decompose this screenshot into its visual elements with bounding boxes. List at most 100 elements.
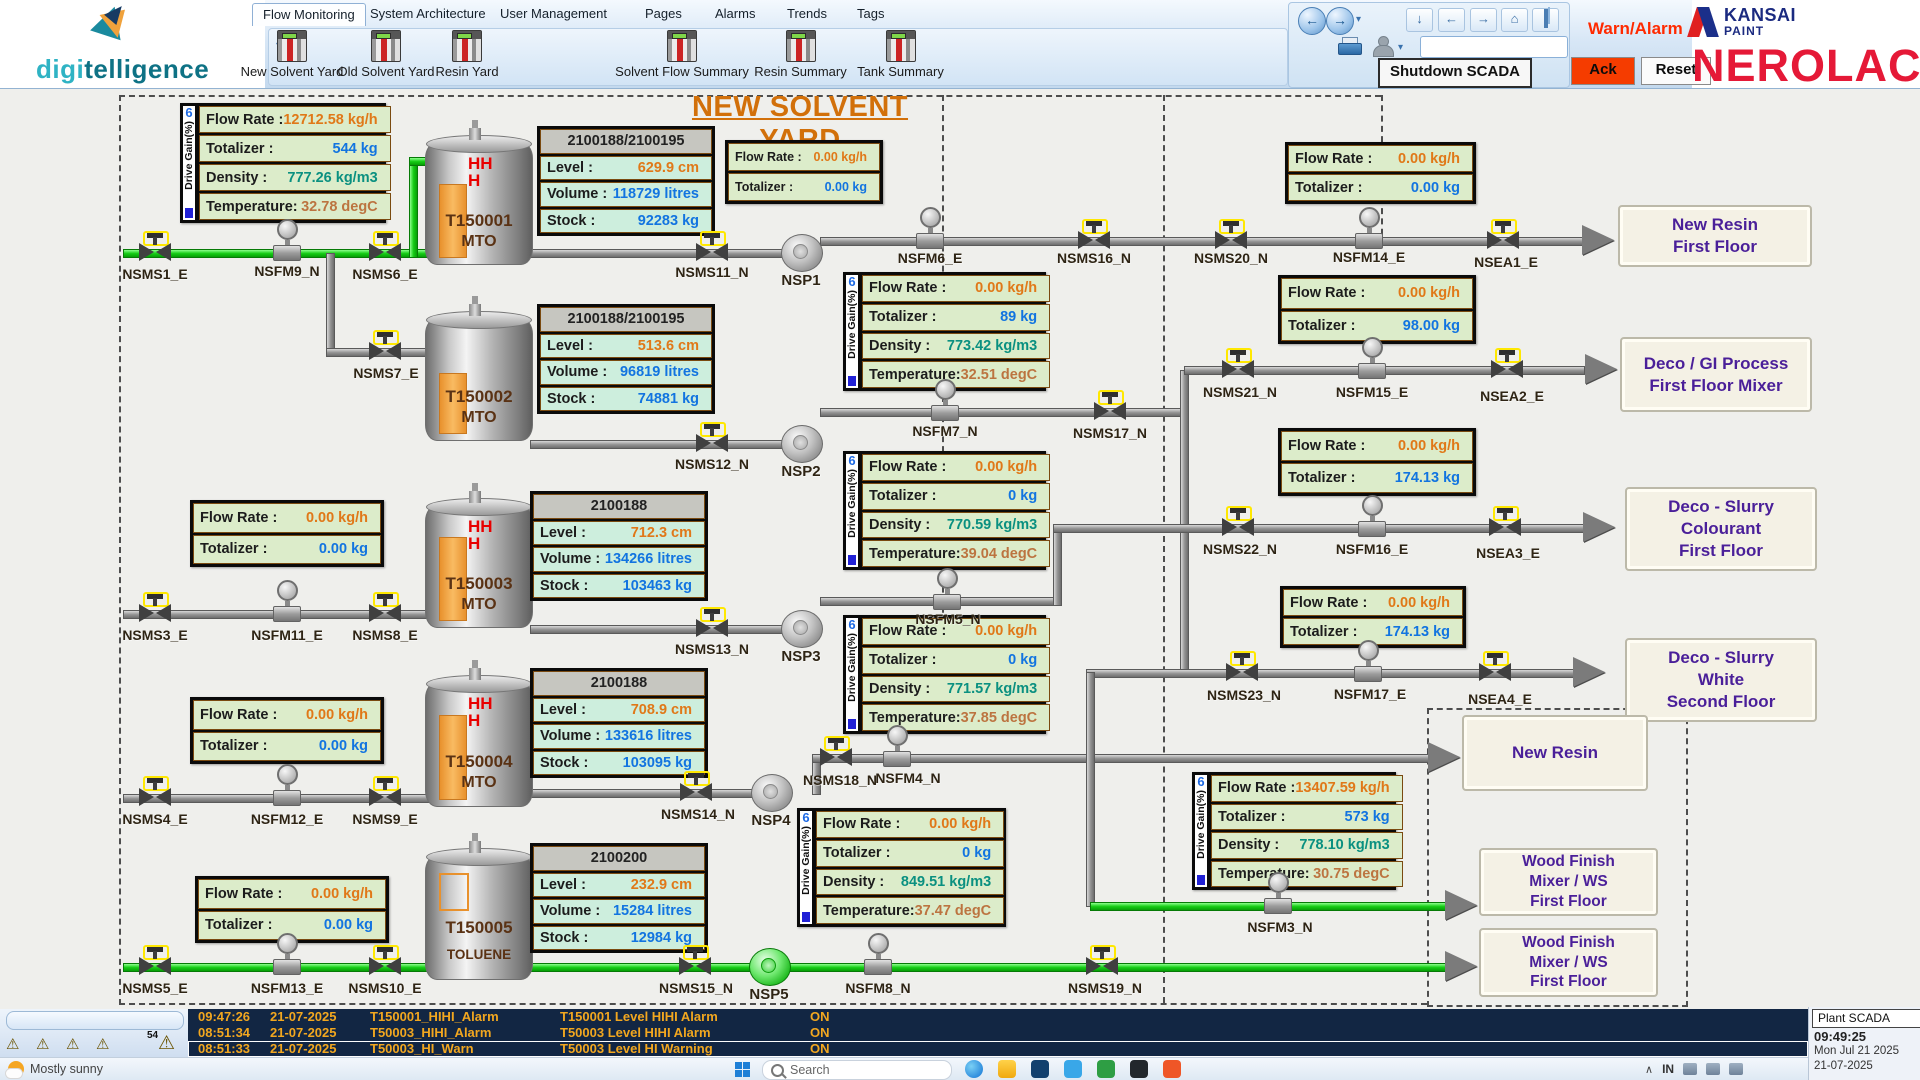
valve-nsms21-n[interactable] — [1221, 348, 1255, 380]
page-back-icon[interactable]: ← — [1438, 8, 1465, 32]
plant-scada-window-button[interactable]: Plant SCADA — [1812, 1009, 1920, 1028]
valve-nsms10-e[interactable] — [368, 945, 402, 977]
pump-nsp1[interactable] — [781, 234, 823, 272]
valve-nsms3-e[interactable] — [138, 592, 172, 624]
taskbar-search[interactable]: Search — [762, 1060, 952, 1080]
valve-nsms13-n[interactable] — [695, 607, 729, 639]
weather-widget[interactable]: Mostly sunny — [5, 1059, 103, 1079]
app-icon-dark[interactable] — [1130, 1060, 1148, 1078]
valve-nsea2-e[interactable] — [1490, 348, 1524, 380]
home-icon[interactable]: ⌂ — [1501, 8, 1528, 32]
valve-nsms6-e[interactable] — [368, 231, 402, 263]
flowmeter-nsfm16-icon[interactable] — [1358, 495, 1386, 537]
tank-t150002[interactable]: T150002 MTO — [425, 296, 533, 441]
pump-nsp2[interactable] — [781, 425, 823, 463]
alarm-tray-panel[interactable] — [6, 1011, 184, 1030]
warning-icon[interactable]: ⚠ — [158, 1033, 176, 1054]
language-indicator[interactable]: IN — [1662, 1062, 1675, 1076]
flowmeter-nsfm11-icon[interactable] — [273, 580, 301, 622]
back-icon[interactable]: ← — [1298, 7, 1326, 35]
valve-nsms1-e[interactable] — [138, 231, 172, 263]
tab-tags[interactable]: Tags — [857, 6, 885, 21]
start-button[interactable] — [735, 1062, 750, 1077]
valve-nsms14-n[interactable] — [679, 771, 713, 803]
print-icon[interactable] — [1338, 37, 1362, 55]
app-icon-orange[interactable] — [1163, 1060, 1181, 1078]
flowmeter-nsfm8-icon[interactable] — [864, 933, 892, 975]
button-tank-summary[interactable]: Tank Summary — [848, 30, 953, 84]
button-resin-summary[interactable]: Resin Summary — [748, 30, 853, 84]
warning-icon[interactable]: ⚠ — [96, 1036, 110, 1053]
forward-icon[interactable]: → — [1326, 7, 1354, 35]
reset-button[interactable]: Reset — [1641, 57, 1711, 85]
valve-nsms19-n[interactable] — [1085, 945, 1119, 977]
valve-nsms23-n[interactable] — [1225, 651, 1259, 683]
mail-icon[interactable] — [1064, 1060, 1082, 1078]
user-dropdown-icon[interactable]: ▾ — [1398, 42, 1404, 53]
valve-nsms20-n[interactable] — [1214, 219, 1248, 251]
flowmeter-nsfm12-icon[interactable] — [273, 764, 301, 806]
pump-nsp3[interactable] — [781, 610, 823, 648]
tray-expand-icon[interactable] — [1645, 1062, 1653, 1076]
pump-nsp5[interactable] — [749, 948, 791, 986]
valve-nsms12-n[interactable] — [695, 422, 729, 454]
volume-icon[interactable] — [1706, 1063, 1721, 1075]
store-icon[interactable] — [1031, 1060, 1049, 1078]
edge-icon[interactable] — [965, 1060, 983, 1078]
valve-nsms15-n[interactable] — [678, 945, 712, 977]
app-icon-green[interactable] — [1097, 1060, 1115, 1078]
valve-nsms17-n[interactable] — [1093, 390, 1127, 422]
button-old-solvent-yard[interactable]: Old Solvent Yard — [331, 30, 441, 84]
page-forward-icon[interactable]: → — [1470, 8, 1497, 32]
shutdown-scada-button[interactable]: Shutdown SCADA — [1378, 58, 1532, 88]
pump-nsp4[interactable] — [751, 774, 793, 812]
button-solvent-flow-summary[interactable]: Solvent Flow Summary — [612, 30, 752, 84]
warning-icon[interactable]: ⚠ — [6, 1036, 20, 1053]
network-icon[interactable] — [1683, 1063, 1698, 1075]
warning-icon[interactable]: ⚠ — [36, 1036, 50, 1053]
tab-user-management[interactable]: User Management — [500, 6, 607, 21]
valve-nsea3-e[interactable] — [1488, 506, 1522, 538]
flowmeter-nsfm15-icon[interactable] — [1358, 337, 1386, 379]
flowmeter-nsfm17-icon[interactable] — [1354, 640, 1382, 682]
battery-icon[interactable] — [1729, 1063, 1744, 1075]
valve-nsms18-n[interactable] — [819, 736, 853, 768]
valve-nsms22-n[interactable] — [1221, 506, 1255, 538]
flowmeter-nsfm6-icon[interactable] — [916, 207, 944, 249]
user-icon[interactable] — [1372, 36, 1394, 57]
flowmeter-nsfm14-icon[interactable] — [1355, 207, 1383, 249]
tab-alarms[interactable]: Alarms — [715, 6, 756, 21]
tab-pages[interactable]: Pages — [645, 6, 682, 21]
valve-nsms5-e[interactable] — [138, 945, 172, 977]
folder-icon[interactable] — [998, 1060, 1016, 1078]
valve-nsea1-e[interactable] — [1486, 219, 1520, 251]
ack-button[interactable]: Ack — [1571, 57, 1635, 85]
valve-nsms9-e[interactable] — [368, 776, 402, 808]
button-resin-yard[interactable]: Resin Yard — [427, 30, 507, 84]
flowmeter-nsfm5-icon[interactable] — [933, 568, 961, 610]
flowmeter-nsfm3-icon[interactable] — [1264, 872, 1292, 914]
button-new-solvent-yard[interactable]: New Solvent Yard — [236, 30, 348, 84]
flowmeter-nsfm9-icon[interactable] — [273, 219, 301, 261]
tab-trends[interactable]: Trends — [787, 6, 827, 21]
valve-nsms7-e[interactable] — [368, 330, 402, 362]
valve-nsms4-e[interactable] — [138, 776, 172, 808]
tab-system-architecture[interactable]: System Architecture — [370, 6, 486, 21]
flowmeter-nsfm7-icon[interactable] — [931, 379, 959, 421]
valve-nsms16-n[interactable] — [1077, 219, 1111, 251]
valve-nsms11-n[interactable] — [695, 231, 729, 263]
tank-t150005[interactable]: T150005 TOLUENE — [425, 833, 533, 980]
windows-icon[interactable] — [1532, 8, 1559, 32]
warning-icon[interactable]: ⚠ — [66, 1036, 80, 1053]
flowmeter-nsfm13-icon[interactable] — [273, 933, 301, 975]
valve-nsms8-e[interactable] — [368, 592, 402, 624]
address-input[interactable] — [1420, 36, 1568, 58]
bookmark-icon[interactable]: ↓ — [1406, 8, 1433, 32]
tab-flow-monitoring[interactable]: Flow Monitoring — [252, 3, 366, 26]
